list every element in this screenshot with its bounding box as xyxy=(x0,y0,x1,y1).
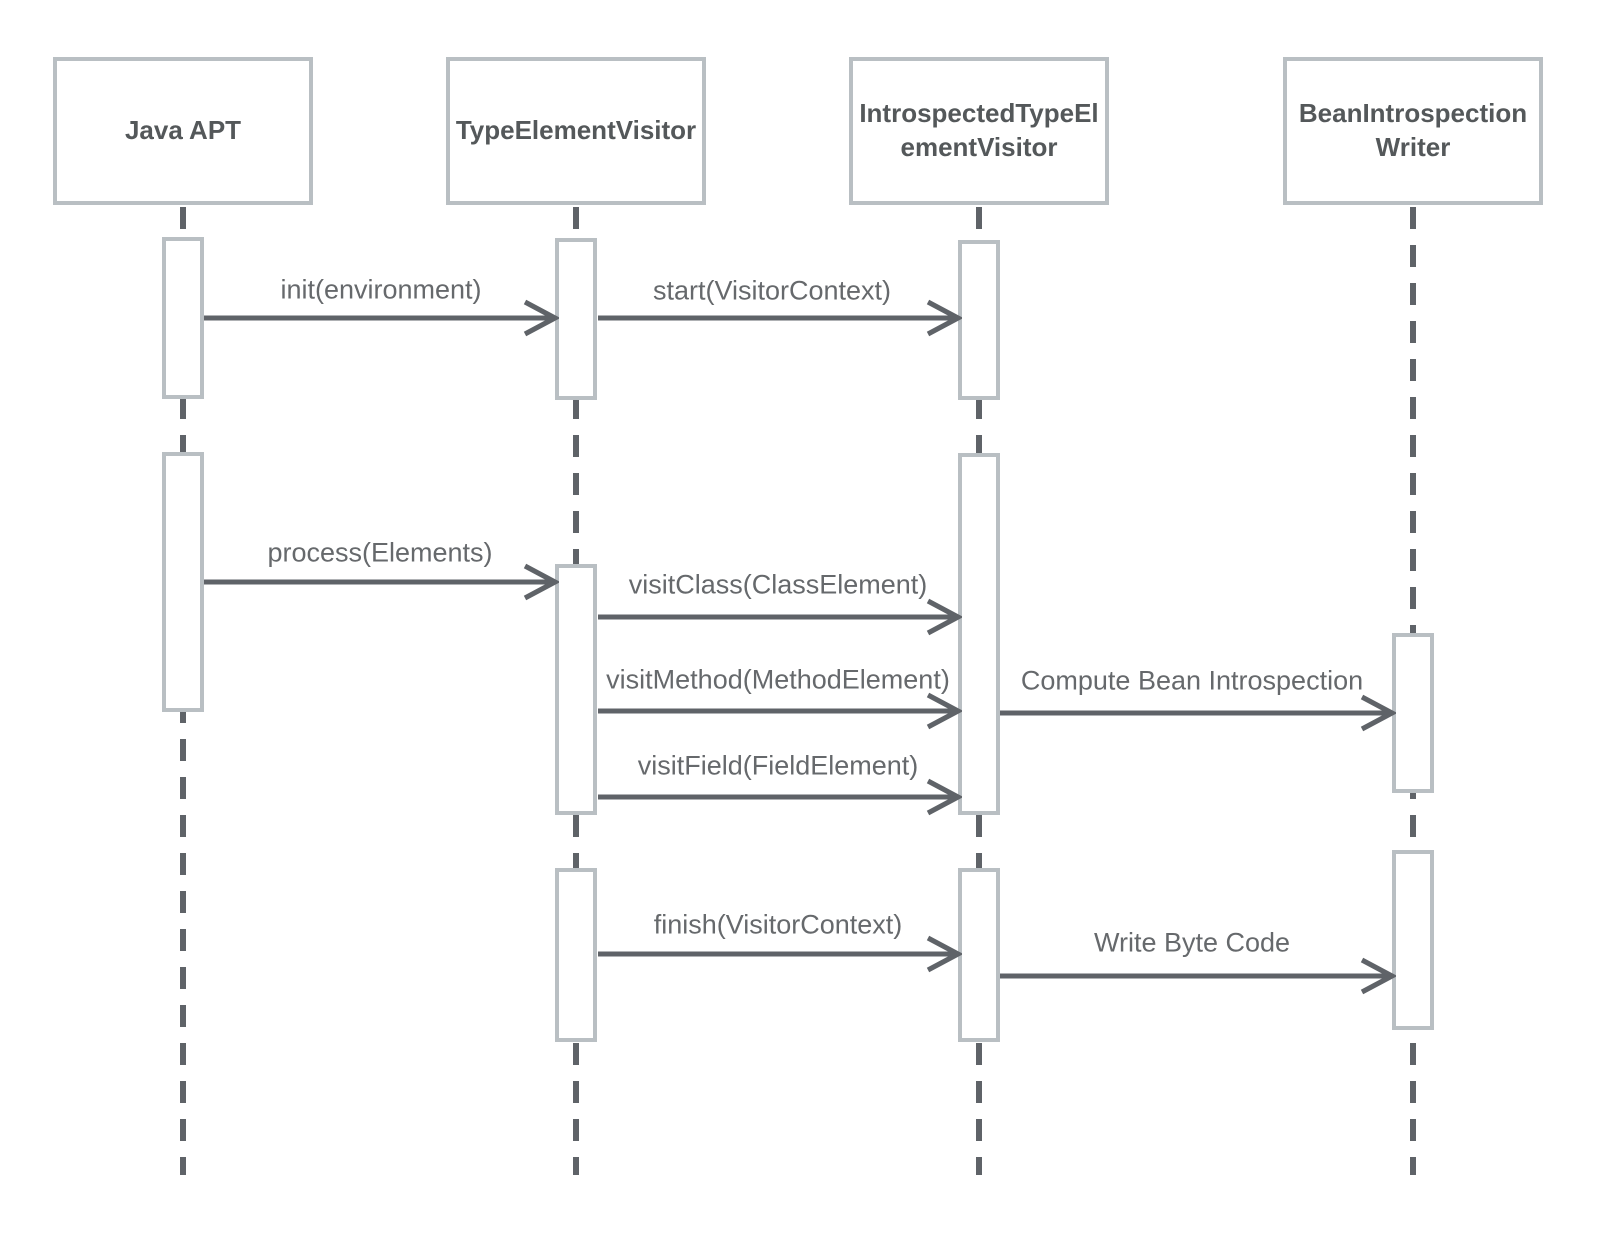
message-label-visit-class: visitClass(ClassElement) xyxy=(628,569,928,600)
activation-bar-bean-writer-1 xyxy=(1392,633,1434,793)
message-label-visit-method: visitMethod(MethodElement) xyxy=(606,664,950,695)
message-label-write-byte-code: Write Byte Code xyxy=(1093,927,1291,958)
participant-box-bean-introspection-writer: BeanIntrospection Writer xyxy=(1283,57,1543,205)
activation-bar-introspected-visitor-3 xyxy=(958,868,1000,1042)
activation-bar-java-apt-1 xyxy=(162,237,204,399)
message-label-init-environment: init(environment) xyxy=(280,274,482,305)
activation-bar-introspected-visitor-2 xyxy=(958,453,1000,815)
participant-box-introspected-type-element-visitor: IntrospectedTypeEl ementVisitor xyxy=(849,57,1109,205)
message-label-finish-visitor-context: finish(VisitorContext) xyxy=(653,909,903,940)
participant-box-type-element-visitor: TypeElementVisitor xyxy=(446,57,706,205)
activation-bar-bean-writer-2 xyxy=(1392,850,1434,1030)
message-label-visit-field: visitField(FieldElement) xyxy=(637,750,919,781)
message-label-start-visitor-context: start(VisitorContext) xyxy=(652,275,892,306)
activation-bar-type-element-visitor-3 xyxy=(555,868,597,1042)
message-label-process-elements: process(Elements) xyxy=(267,537,493,568)
message-label-compute-bean-introspection: Compute Bean Introspection xyxy=(1020,665,1364,696)
activation-bar-type-element-visitor-2 xyxy=(555,564,597,815)
activation-bar-java-apt-2 xyxy=(162,452,204,712)
participant-box-java-apt: Java APT xyxy=(53,57,313,205)
activation-bar-type-element-visitor-1 xyxy=(555,238,597,400)
activation-bar-introspected-visitor-1 xyxy=(958,240,1000,400)
